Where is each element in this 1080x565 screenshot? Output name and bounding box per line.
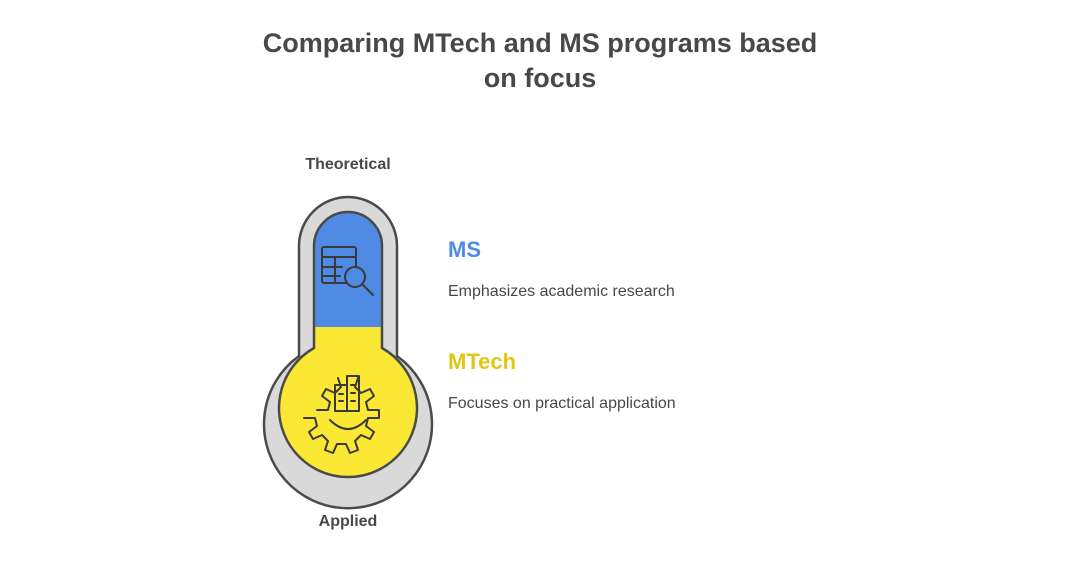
gear-building-icon — [303, 375, 380, 454]
page-title-line-1: Comparing MTech and MS programs based — [262, 28, 818, 58]
scale-top-label: Theoretical — [305, 156, 391, 173]
ms-description: Emphasizes academic research — [448, 283, 675, 300]
mtech-description: Focuses on practical application — [448, 395, 676, 412]
scale-bottom-label: Applied — [318, 513, 378, 530]
page-title-line-2: on focus — [483, 63, 597, 93]
table-search-icon — [321, 246, 374, 296]
page-title: Comparing MTech and MS programs based on… — [0, 26, 1080, 96]
ms-title: MS — [448, 237, 481, 262]
thermometer-inner-outline — [277, 210, 419, 479]
mtech-title: MTech — [448, 349, 517, 374]
